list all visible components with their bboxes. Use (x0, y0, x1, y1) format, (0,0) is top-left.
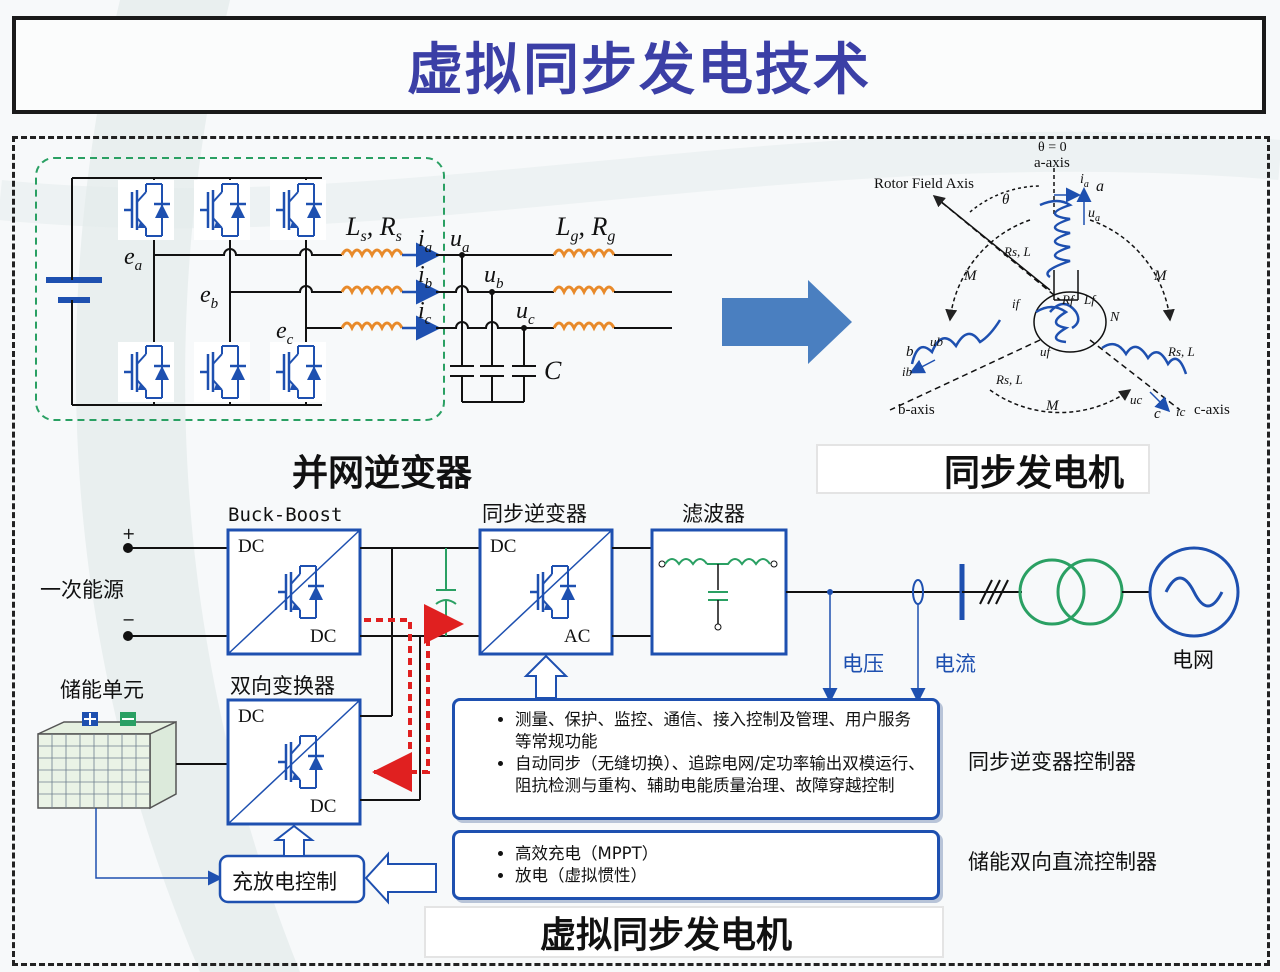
label-ub-machine: ub (930, 334, 943, 349)
title-box: 虚拟同步发电技术 (12, 16, 1266, 114)
caption-vsg: 虚拟同步发电机 (540, 915, 793, 956)
caption-panel (816, 444, 1150, 494)
label-b-axis: b-axis (898, 402, 935, 418)
label-dc2: DC (490, 536, 517, 557)
caption-sync-generator: 同步发电机 (944, 453, 1125, 494)
battery-cube-icon (37, 712, 177, 810)
label-dc1-bottom: DC (310, 626, 337, 647)
label-charge-control: 充放电控制 (232, 870, 337, 894)
list-item: 放电（虚拟惯性） (515, 865, 927, 887)
label-plus: + (122, 524, 136, 543)
label-ic-machine: ic (1176, 404, 1186, 419)
label-filter: 滤波器 (682, 502, 745, 526)
label-a-terminal: a (1096, 178, 1104, 195)
right-arrow-icon (722, 280, 852, 364)
list-item: 测量、保护、监控、通信、接入控制及管理、用户服务等常规功能 (515, 709, 927, 753)
label-ib: ib (418, 262, 433, 292)
list-item: 高效充电（MPPT） (515, 843, 927, 865)
label-rs-l-top: Rs, L (1004, 244, 1031, 259)
label-m-left: M (964, 268, 977, 284)
label-lg-rg: Lg, Rg (556, 212, 616, 246)
sync-machine (889, 168, 1188, 414)
label-ac2: AC (564, 626, 591, 647)
label-voltage: 电压 (842, 652, 884, 676)
label-ic: ic (418, 298, 432, 328)
label-c-terminal: c (1154, 406, 1161, 422)
label-rf: Rf (1062, 292, 1074, 307)
label-ls-rs: Ls, Rs (346, 212, 402, 246)
label-theta: θ (1002, 192, 1010, 208)
label-ua: ua (450, 226, 470, 256)
label-primary-source: 一次能源 (40, 578, 124, 602)
hollow-left-arrow-icon (364, 851, 437, 905)
label-uf: uf (1040, 344, 1051, 359)
transformer-winding (1056, 558, 1124, 626)
label-rotor-field-axis: Rotor Field Axis (874, 176, 975, 192)
label-c-axis: c-axis (1194, 402, 1230, 418)
label-m-right: M (1154, 268, 1167, 284)
label-grid: 电网 (1172, 648, 1214, 672)
hollow-up-arrow-icon (273, 824, 315, 857)
hollow-up-arrow-icon (523, 654, 569, 699)
label-minus: − (122, 610, 136, 629)
label-bidir-converter: 双向变换器 (230, 674, 335, 698)
inverter-dashed-box (35, 157, 445, 421)
label-n: N (1110, 310, 1120, 325)
label-buck-boost: Buck-Boost (228, 504, 343, 526)
transformer-winding (1018, 558, 1086, 626)
main-frame (12, 136, 1270, 966)
label-ia-machine: ia (1080, 172, 1089, 190)
storage-controller-functions: 高效充电（MPPT） 放电（虚拟惯性） (452, 830, 940, 900)
inverter-controller-functions: 测量、保护、监控、通信、接入控制及管理、用户服务等常规功能 自动同步（无缝切换）… (452, 698, 940, 820)
label-dc1-top: DC (238, 536, 265, 557)
label-ua-machine: ua (1088, 206, 1100, 224)
grid-source-icon (1148, 546, 1240, 638)
label-dc3-top: DC (238, 706, 265, 727)
label-rs-l-left: Rs, L (996, 372, 1023, 387)
label-current: 电流 (934, 652, 976, 676)
label-inverter-controller: 同步逆变器控制器 (968, 750, 1136, 774)
label-uc: uc (516, 298, 535, 328)
label-ib-machine: ib (902, 364, 913, 379)
label-eb: eb (200, 282, 219, 312)
label-sync-inverter: 同步逆变器 (482, 502, 587, 526)
caption-grid-inverter: 并网逆变器 (292, 453, 473, 494)
label-lf: Lf (1084, 292, 1095, 307)
caption-panel (424, 906, 944, 958)
label-ub: ub (484, 262, 504, 292)
label-storage: 储能单元 (60, 678, 144, 702)
label-capacitor: C (544, 356, 562, 385)
label-uc-machine: uc (1130, 392, 1143, 407)
label-rs-l-right: Rs, L (1168, 344, 1195, 359)
label-theta0: θ = 0 (1038, 140, 1067, 155)
label-dc3-bottom: DC (310, 796, 337, 817)
label-b-terminal: b (906, 344, 914, 360)
label-a-axis: a-axis (1034, 155, 1070, 171)
label-storage-controller: 储能双向直流控制器 (968, 850, 1157, 874)
label-ec: ec (276, 318, 294, 348)
label-if: if (1012, 296, 1020, 311)
label-ia: ia (418, 226, 433, 256)
label-m-bottom: M (1046, 398, 1059, 414)
label-ea: ea (124, 244, 143, 274)
list-item: 自动同步（无缝切换）、追踪电网/定功率输出双模运行、阻抗检测与重构、辅助电能质量… (515, 753, 927, 797)
page-title: 虚拟同步发电技术 (407, 37, 871, 103)
